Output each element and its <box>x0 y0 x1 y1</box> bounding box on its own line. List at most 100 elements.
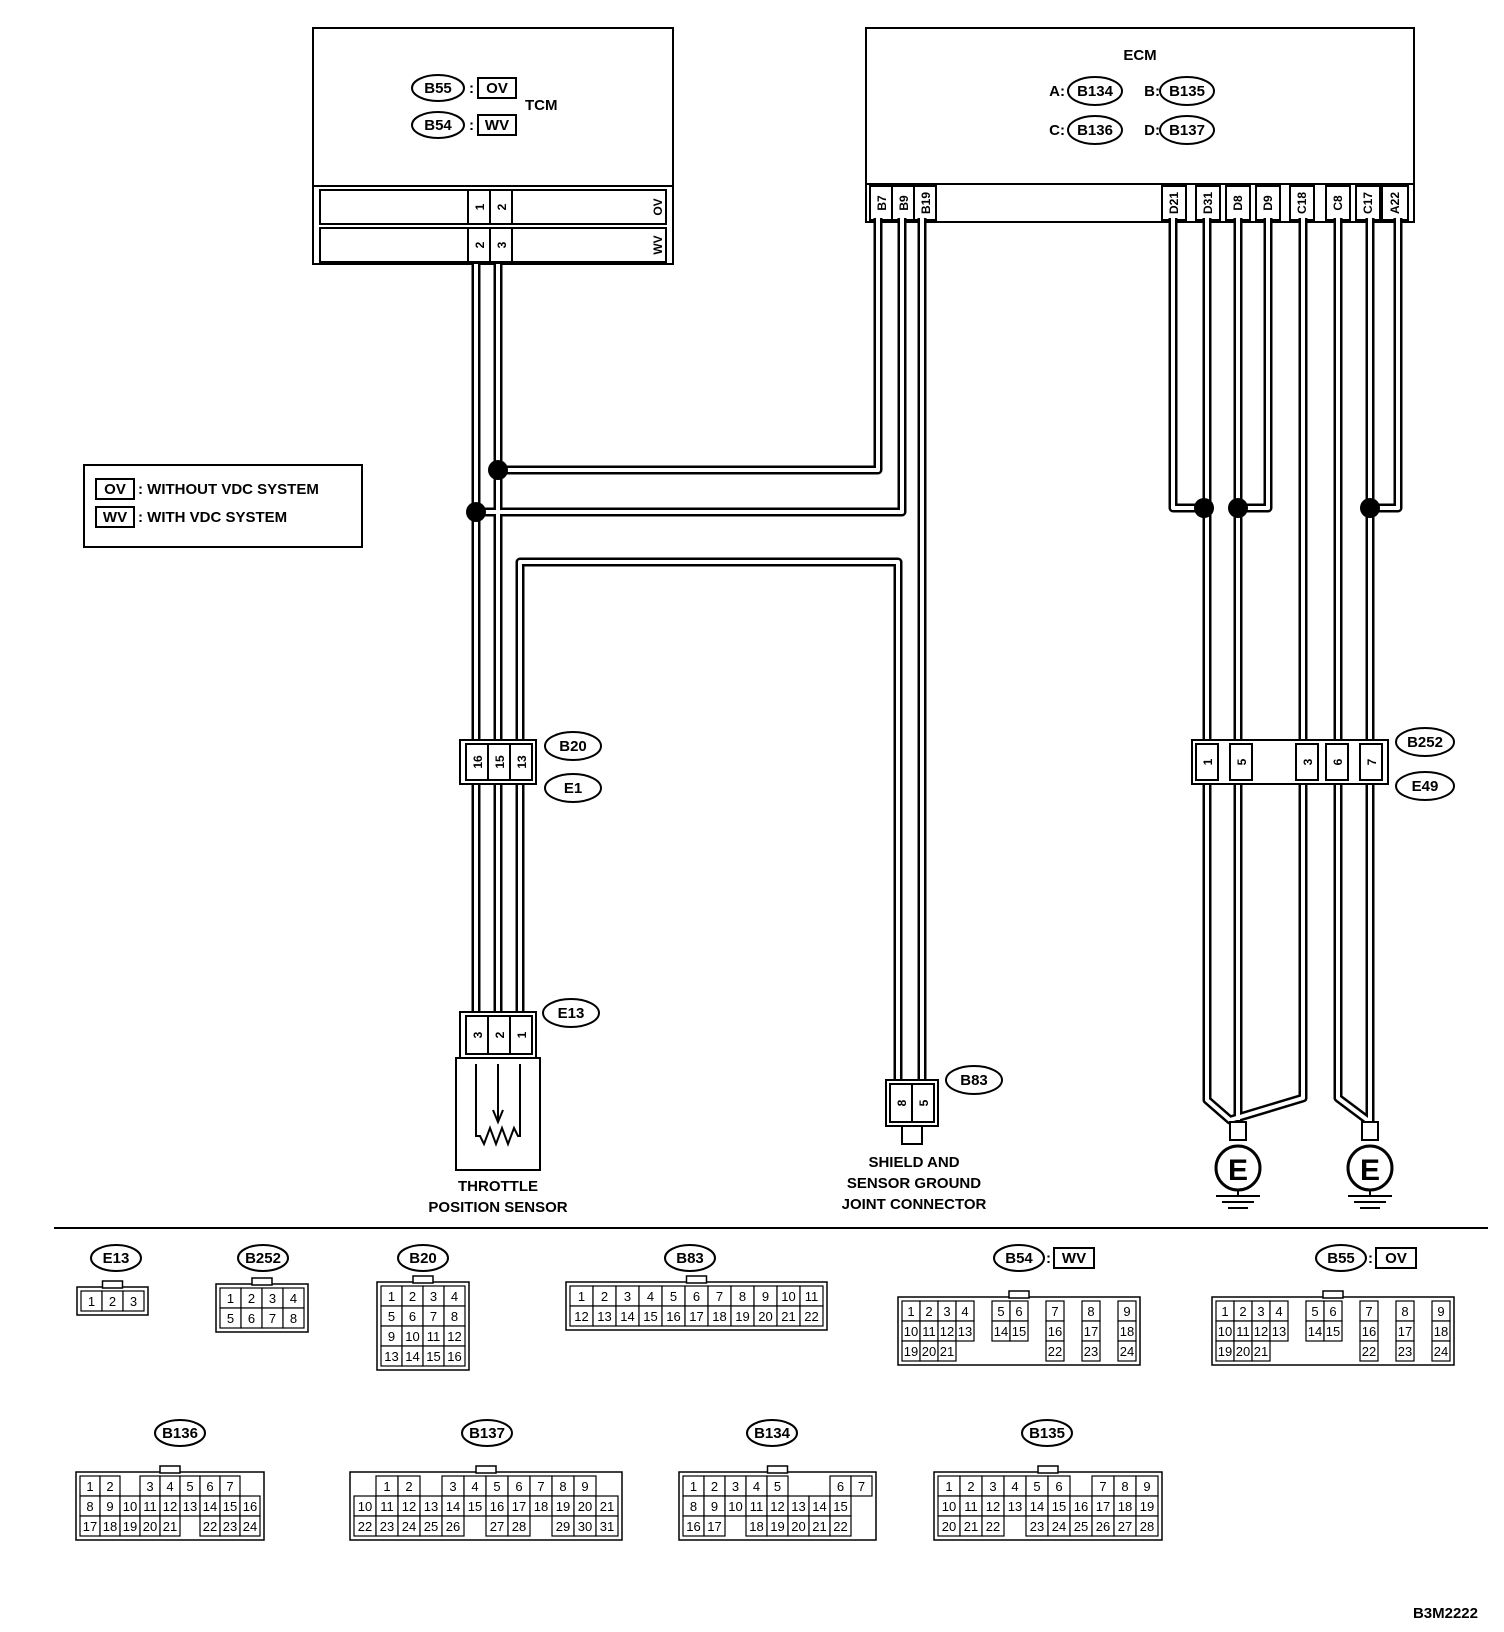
tcm-conn-b54: B54 <box>424 117 452 134</box>
legend-ov-code: OV <box>104 481 126 498</box>
b83-pin: 5 <box>917 1099 931 1106</box>
tcm-badge-ov: OV <box>486 80 508 97</box>
connector-pin-number: 20 <box>791 1519 805 1534</box>
connector-pin-cell <box>1323 1320 1343 1342</box>
b20-pin: 15 <box>493 755 507 769</box>
connector-pin-number: 24 <box>243 1519 257 1534</box>
ecm-pin-label: D21 <box>1167 192 1181 214</box>
connector-pin-cell <box>1269 1320 1289 1342</box>
connector-latch <box>766 1465 789 1474</box>
connector-badge <box>993 1244 1045 1272</box>
connector-pin-number: 14 <box>1030 1499 1044 1514</box>
connector-pin-number: 6 <box>1015 1304 1022 1319</box>
ecm-pin-label: C8 <box>1331 195 1345 211</box>
shield-label-1: SHIELD AND <box>868 1154 959 1171</box>
connector-colon: : <box>1368 1250 1373 1267</box>
connector-pin-cell <box>1117 1340 1137 1362</box>
connector-pin-number: 30 <box>578 1519 592 1534</box>
tcm-row-code: OV <box>651 198 665 215</box>
connector-pin-number: 1 <box>86 1479 93 1494</box>
connector-pin-cell <box>850 1475 873 1497</box>
connector-pin-number: 15 <box>1326 1324 1340 1339</box>
connector-code-box <box>1053 1247 1095 1269</box>
connector-pin-number: 11 <box>922 1324 936 1339</box>
connector-pin-number: 31 <box>600 1519 614 1534</box>
b252-pin: 1 <box>1201 758 1215 765</box>
connector-pin-number: 4 <box>753 1479 760 1494</box>
connector-pin-number: 23 <box>1398 1344 1412 1359</box>
connector-pin-number: 9 <box>106 1499 113 1514</box>
connector-pin-number: 18 <box>534 1499 548 1514</box>
connector-pin-number: 6 <box>409 1309 416 1324</box>
ecm-pin-label: C17 <box>1361 192 1375 214</box>
ecm-pin-cell <box>1289 185 1315 221</box>
connector-pin-cell <box>1009 1320 1029 1342</box>
ecm-pin-label: D31 <box>1201 192 1215 214</box>
e49-id: E49 <box>1412 778 1439 795</box>
connector-pin-number: 21 <box>600 1499 614 1514</box>
connector-pin-number: 17 <box>1398 1324 1412 1339</box>
connector-pin-number: 14 <box>620 1309 634 1324</box>
connector-view-id: B55 <box>1327 1250 1355 1267</box>
connector-pin-number: 22 <box>1048 1344 1062 1359</box>
connector-pin-number: 10 <box>942 1499 956 1514</box>
connector-pin-number: 18 <box>749 1519 763 1534</box>
svg-text::: : <box>469 80 474 97</box>
ecm-conn-d: B137 <box>1169 122 1205 139</box>
connector-pin-cell <box>443 1345 466 1367</box>
connector-pin-number: 20 <box>942 1519 956 1534</box>
b20-pin: 13 <box>515 755 529 769</box>
connector-pin-number: 9 <box>711 1499 718 1514</box>
connector-pin-number: 1 <box>227 1291 234 1306</box>
tcm-title: TCM <box>525 97 558 114</box>
b252-pin: 6 <box>1331 758 1345 765</box>
tcm-badge-wv: WV <box>485 117 509 134</box>
connector-pin-number: 12 <box>402 1499 416 1514</box>
connector-pin-number: 13 <box>1272 1324 1286 1339</box>
tcm-pin: 2 <box>473 241 487 248</box>
connector-pin-number: 22 <box>833 1519 847 1534</box>
connector-pin-cell <box>1081 1340 1101 1362</box>
connector-pin-cell <box>1135 1515 1159 1537</box>
connector-badge <box>237 1244 289 1272</box>
connector-view-id: B134 <box>754 1425 791 1442</box>
shield-label-2: SENSOR GROUND <box>847 1175 981 1192</box>
junction-b20-e1: 16 15 13 B20 E1 <box>459 731 602 803</box>
connector-pin-number: 15 <box>643 1309 657 1324</box>
e13-pin: 2 <box>493 1031 507 1038</box>
tcm-pin: 2 <box>495 203 509 210</box>
connector-pin-number: 16 <box>490 1499 504 1514</box>
ecm-pin-label: D9 <box>1261 195 1275 211</box>
connector-pin-number: 13 <box>597 1309 611 1324</box>
ecm-pin-label: B19 <box>919 192 933 214</box>
svg-text:B:: B: <box>1144 83 1160 100</box>
connector-view-id: E13 <box>103 1250 130 1267</box>
connector-pin-number: 18 <box>1120 1324 1134 1339</box>
connector-pin-number: 26 <box>1096 1519 1110 1534</box>
connector-pin-number: 25 <box>1074 1519 1088 1534</box>
connector-pin-number: 7 <box>716 1289 723 1304</box>
connector-pin-number: 19 <box>556 1499 570 1514</box>
tcm-conn-b55: B55 <box>424 80 452 97</box>
connector-pin-number: 25 <box>424 1519 438 1534</box>
connector-pin-number: 8 <box>290 1311 297 1326</box>
connector-pin-number: 2 <box>405 1479 412 1494</box>
connector-pin-number: 8 <box>1121 1479 1128 1494</box>
ecm-pin-label: A22 <box>1388 192 1402 214</box>
connector-pin-number: 12 <box>163 1499 177 1514</box>
connector-pin-number: 5 <box>774 1479 781 1494</box>
connector-pin-number: 2 <box>925 1304 932 1319</box>
connector-pin-number: 12 <box>447 1329 461 1344</box>
ecm-conn-c: B136 <box>1077 122 1113 139</box>
connector-pin-number: 4 <box>647 1289 654 1304</box>
connector-pin-number: 13 <box>384 1349 398 1364</box>
connector-pin-number: 5 <box>493 1479 500 1494</box>
connector-view-id: B137 <box>469 1425 505 1442</box>
connector-badge <box>1315 1244 1367 1272</box>
connector-pin-number: 4 <box>961 1304 968 1319</box>
connector-pin-cell <box>1395 1340 1415 1362</box>
